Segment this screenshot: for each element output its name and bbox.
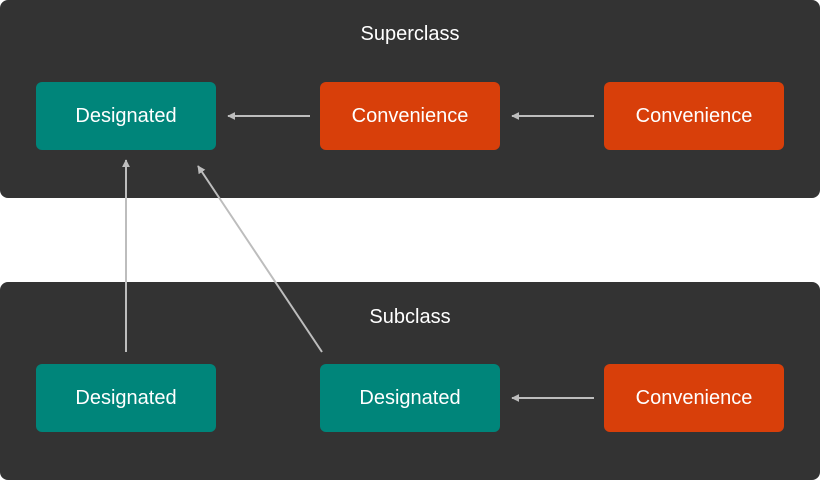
superclass-designated-node: Designated [36, 82, 216, 150]
subclass-designated-node-2: Designated [320, 364, 500, 432]
subclass-title: Subclass [369, 306, 451, 328]
subclass-designated-node-1: Designated [36, 364, 216, 432]
superclass-convenience-node-2: Convenience [604, 82, 784, 150]
superclass-title: Superclass [360, 23, 460, 45]
subclass-convenience-node: Convenience [604, 364, 784, 432]
superclass-convenience-node-1: Convenience [320, 82, 500, 150]
